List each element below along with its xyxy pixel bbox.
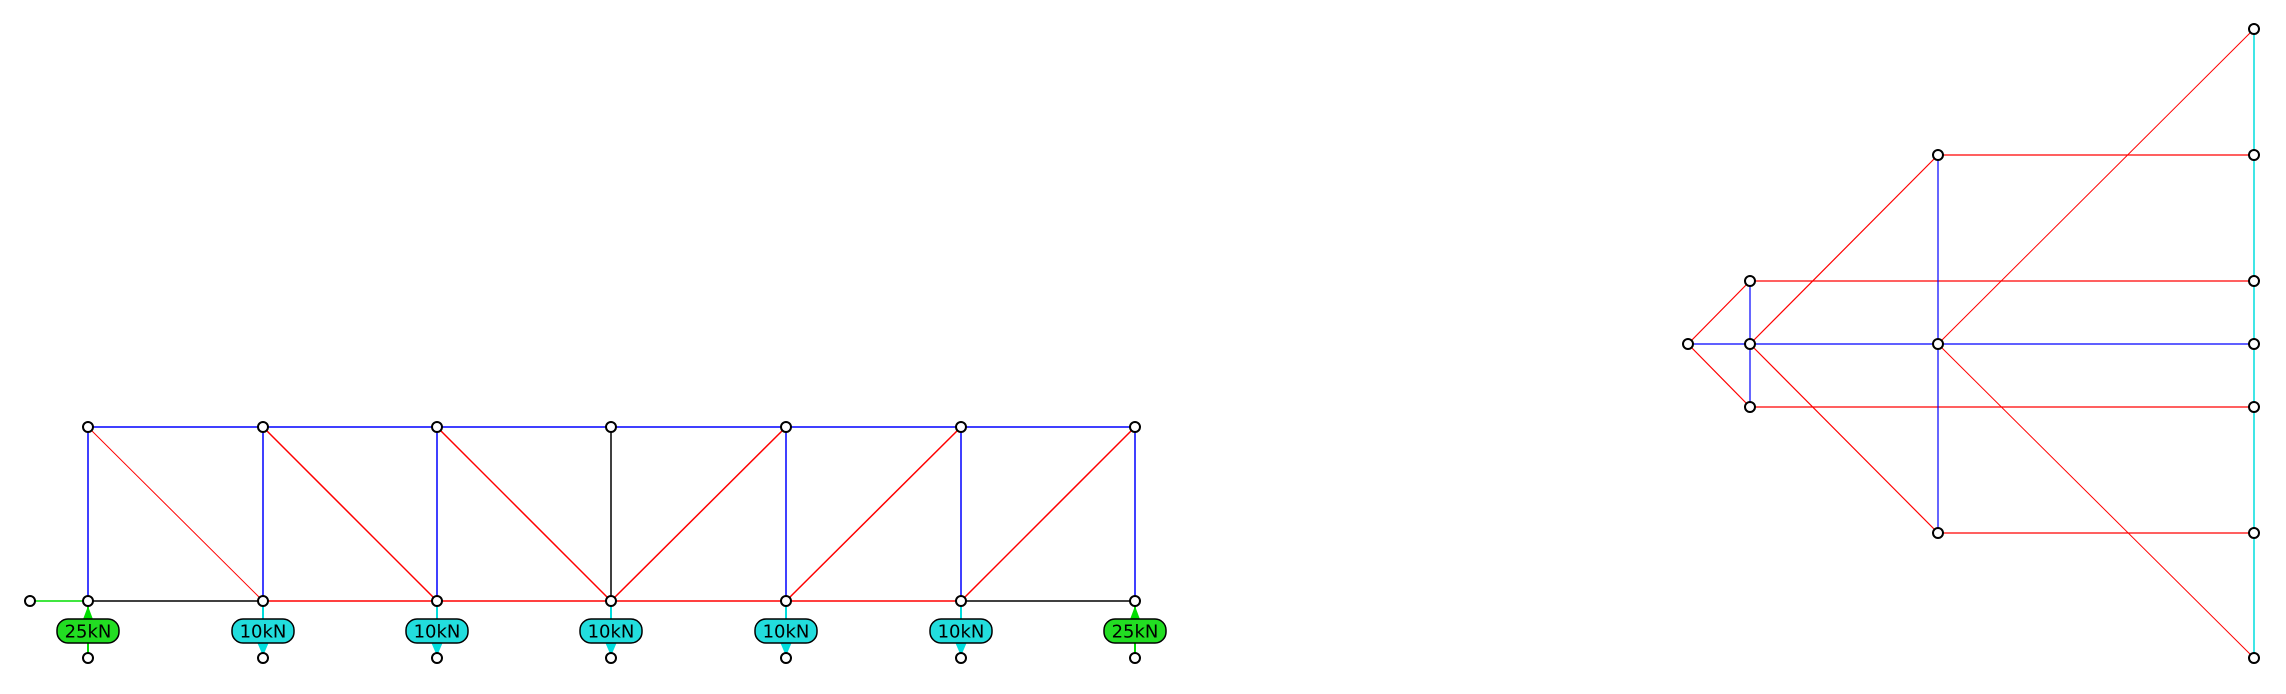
truss-node-bottom-1[interactable] — [82, 595, 94, 607]
load-node-7[interactable] — [1129, 652, 1141, 664]
truss-node-top-5[interactable] — [780, 421, 792, 433]
load-line-node-1[interactable] — [2248, 23, 2260, 35]
diagonal-members — [87, 426, 1136, 602]
load-labels: 25kN 10kN 10kN 10kN 10kN 10kN — [56, 618, 1167, 644]
load-node-2[interactable] — [257, 652, 269, 664]
load-line-node-2[interactable] — [2248, 149, 2260, 161]
load-node-3[interactable] — [431, 652, 443, 664]
load-line-node-6[interactable] — [2248, 527, 2260, 539]
load-label-6: 10kN — [929, 618, 993, 644]
member-diagonal-5 — [785, 426, 962, 602]
truss-node-top-6[interactable] — [955, 421, 967, 433]
truss-node-top-7[interactable] — [1129, 421, 1141, 433]
truss-node-top-1[interactable] — [82, 421, 94, 433]
vertical-members — [87, 427, 1136, 601]
member-diagonal-1 — [87, 426, 264, 602]
load-label-5-text: 10kN — [763, 622, 810, 643]
truss-node-bottom-3[interactable] — [431, 595, 443, 607]
force-node-pole[interactable] — [1682, 338, 1694, 350]
load-node-6[interactable] — [955, 652, 967, 664]
truss-node-top-4[interactable] — [605, 421, 617, 433]
force-diagonal-6 — [1937, 343, 2255, 659]
force-node-b3[interactable] — [1932, 527, 1944, 539]
force-diagram — [1682, 23, 2260, 664]
force-node-b1[interactable] — [1932, 149, 1944, 161]
load-label-1-text: 25kN — [65, 622, 112, 643]
truss-node-top-3[interactable] — [431, 421, 443, 433]
force-node-a1[interactable] — [1744, 275, 1756, 287]
member-diagonal-2 — [262, 426, 438, 602]
load-label-4-text: 10kN — [588, 622, 635, 643]
load-line-node-7[interactable] — [2248, 652, 2260, 664]
member-diagonal-4 — [610, 426, 787, 602]
load-node-1[interactable] — [82, 652, 94, 664]
truss-form-diagram: 25kN 10kN 10kN 10kN 10kN 10kN — [24, 421, 1167, 664]
force-nodes — [1682, 23, 2260, 664]
truss-node-bottom-4[interactable] — [605, 595, 617, 607]
member-diagonal-6 — [960, 426, 1136, 602]
load-label-6-text: 10kN — [938, 622, 985, 643]
truss-node-bottom-6[interactable] — [955, 595, 967, 607]
load-line-node-5[interactable] — [2248, 401, 2260, 413]
load-line-node-4[interactable] — [2248, 338, 2260, 350]
truss-node-top-2[interactable] — [257, 421, 269, 433]
load-label-7: 25kN — [1103, 618, 1167, 644]
force-diagonal-4 — [1749, 343, 1939, 534]
load-label-3-text: 10kN — [414, 622, 461, 643]
load-label-2-text: 10kN — [240, 622, 287, 643]
load-node-5[interactable] — [780, 652, 792, 664]
load-line-node-3[interactable] — [2248, 275, 2260, 287]
support-node[interactable] — [24, 595, 36, 607]
force-node-a2[interactable] — [1744, 338, 1756, 350]
load-node-4[interactable] — [605, 652, 617, 664]
truss-node-bottom-2[interactable] — [257, 595, 269, 607]
load-label-4: 10kN — [579, 618, 643, 644]
force-diagonal-2 — [1687, 343, 1751, 408]
load-label-1: 25kN — [56, 618, 120, 644]
member-diagonal-3 — [436, 426, 612, 602]
load-label-5: 10kN — [754, 618, 818, 644]
force-node-a3[interactable] — [1744, 401, 1756, 413]
force-node-b2[interactable] — [1932, 338, 1944, 350]
load-label-2: 10kN — [231, 618, 295, 644]
truss-nodes — [24, 421, 1141, 664]
truss-node-bottom-5[interactable] — [780, 595, 792, 607]
load-label-7-text: 25kN — [1112, 622, 1159, 643]
force-diagonal-3 — [1749, 154, 1939, 345]
truss-node-bottom-7[interactable] — [1129, 595, 1141, 607]
force-diagonal-1 — [1687, 280, 1751, 345]
force-diagonals — [1687, 28, 2255, 659]
load-label-3: 10kN — [405, 618, 469, 644]
force-diagonal-5 — [1937, 28, 2255, 345]
